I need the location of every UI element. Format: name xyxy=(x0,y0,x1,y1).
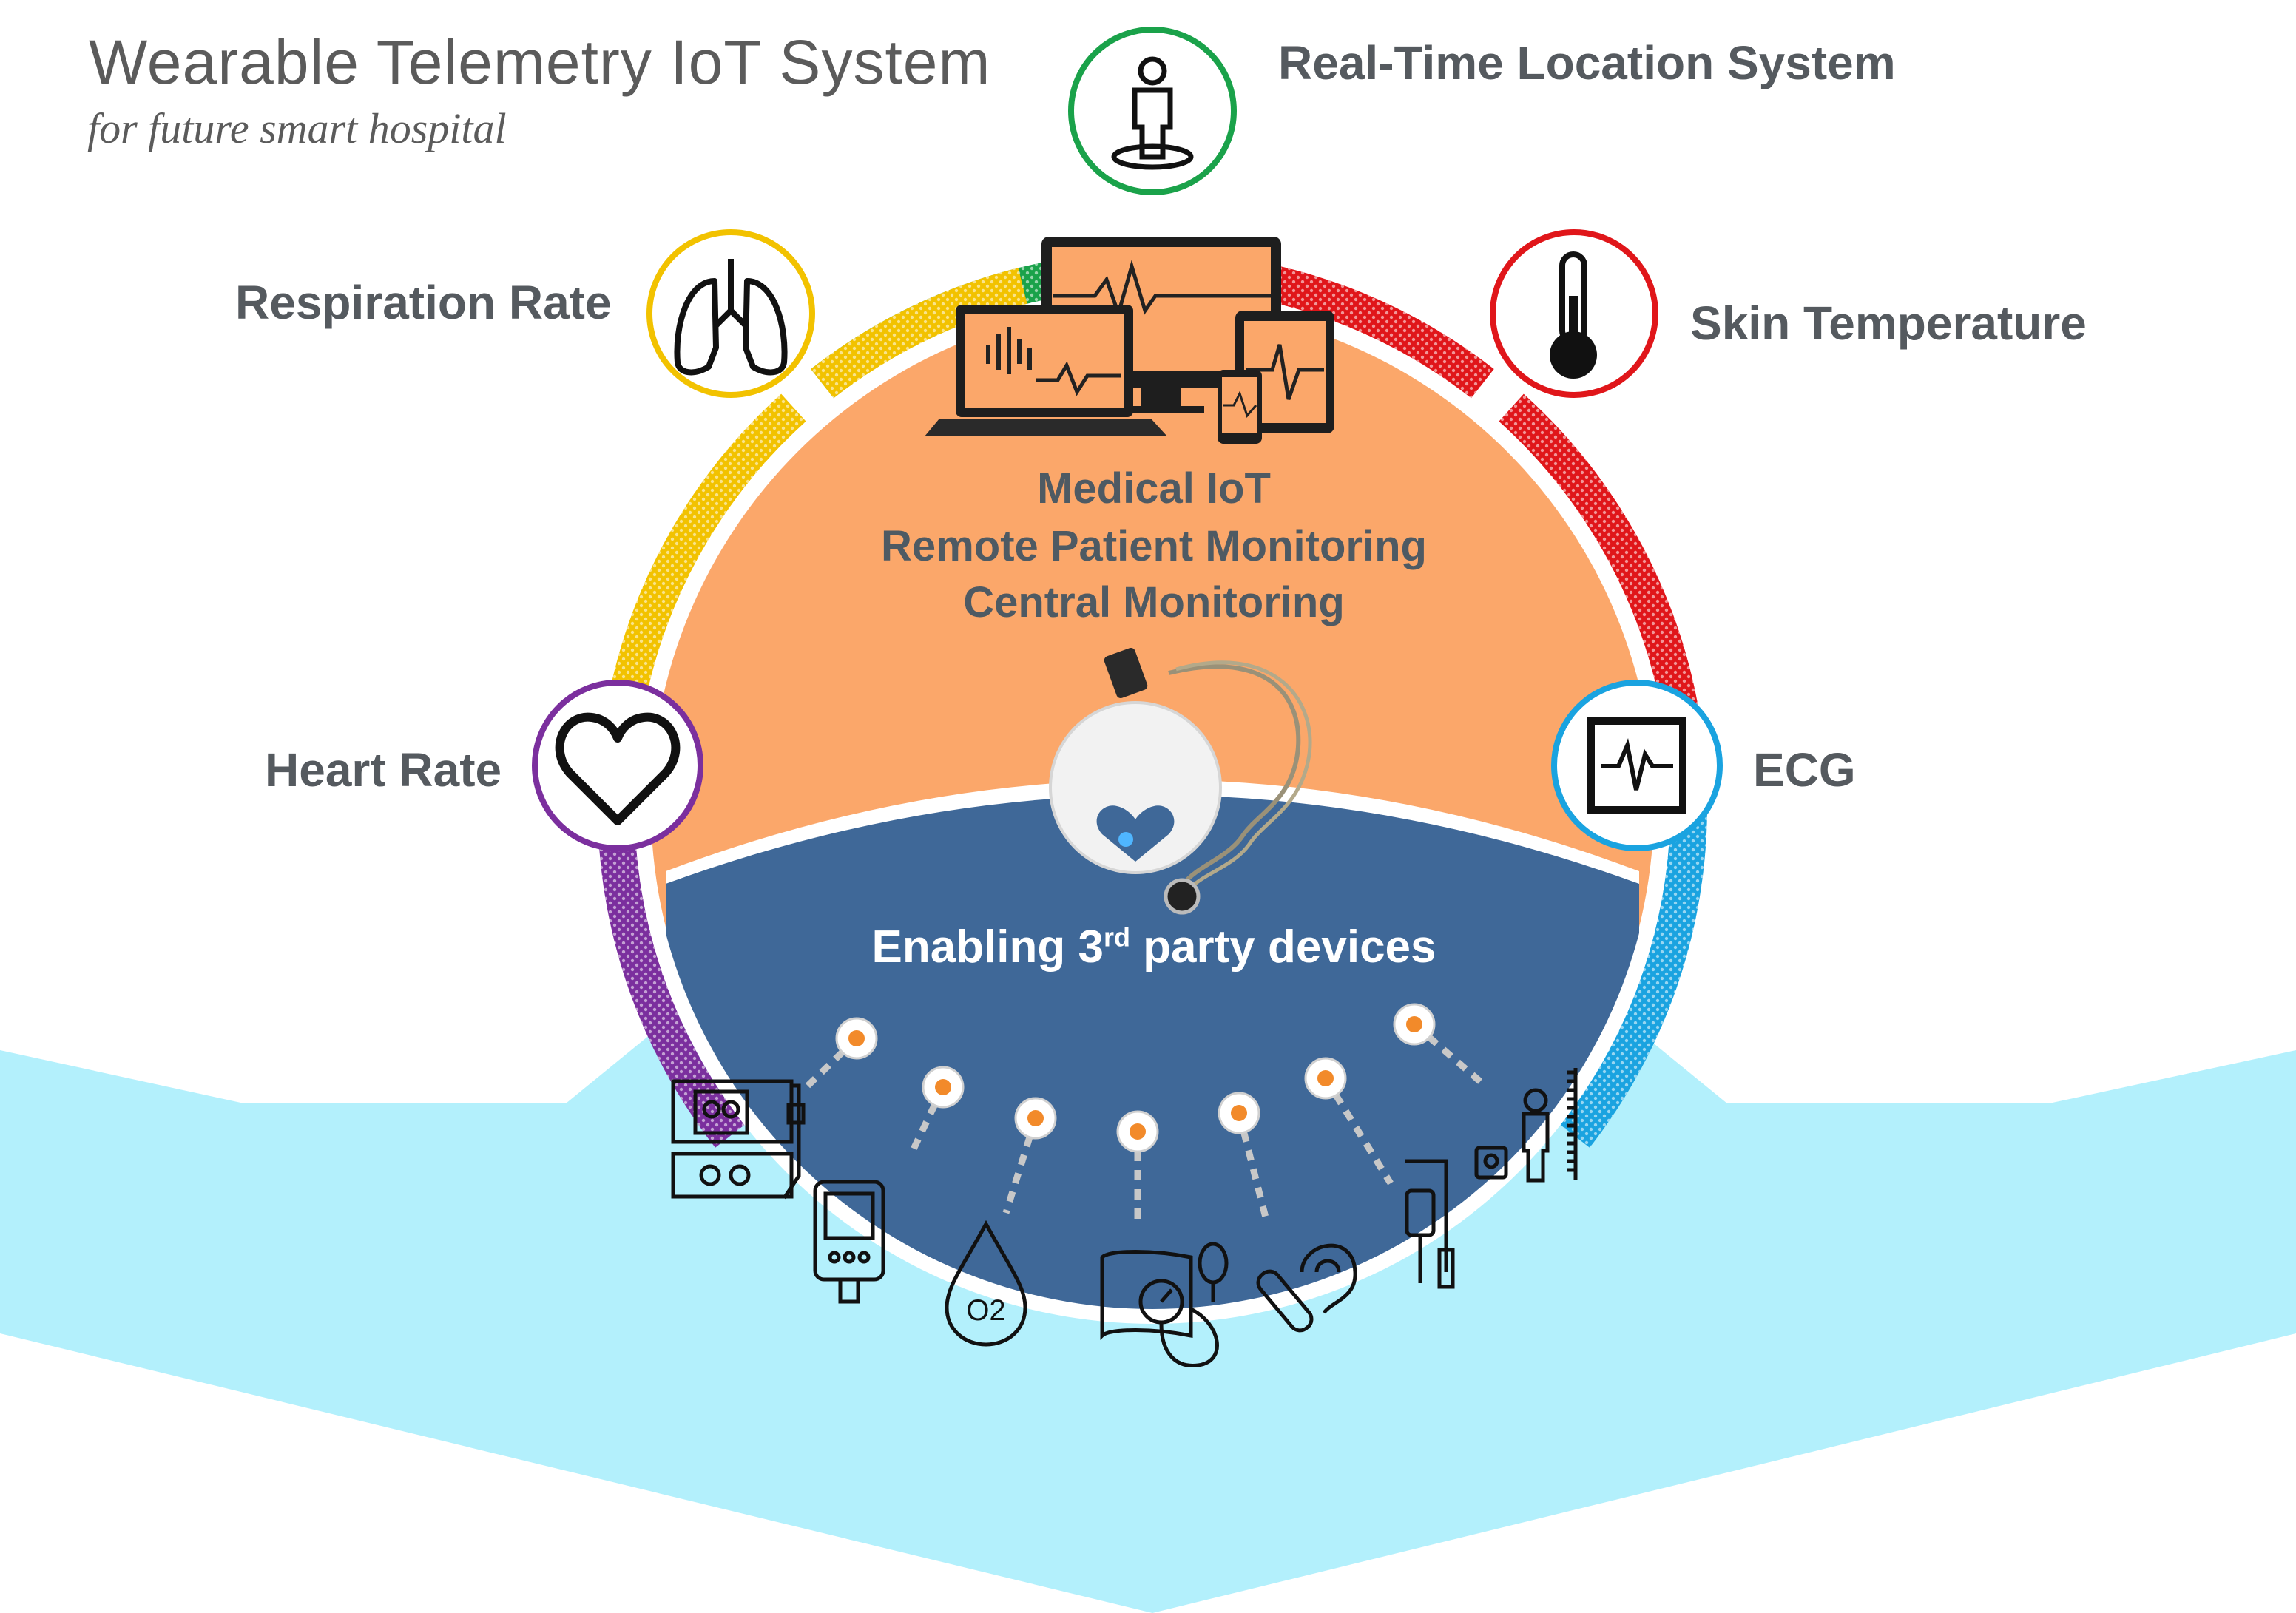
thermometer-icon xyxy=(1550,251,1597,379)
oxygen-drop-icon: O2 xyxy=(945,1220,1027,1347)
label-rtls: Real-Time Location System xyxy=(1278,36,1896,89)
weight-height-scale-icon xyxy=(1474,1068,1578,1183)
page-title: Wearable Telemetry IoT System xyxy=(89,27,991,97)
page-subtitle: for future smart hospital xyxy=(87,104,507,152)
connector-dot-center xyxy=(1027,1110,1044,1126)
center-line-3: Central Monitoring xyxy=(963,578,1345,626)
label-heart-rate: Heart Rate xyxy=(265,743,502,797)
dialysis-machine-icon xyxy=(671,1079,806,1200)
ring-segment-texture xyxy=(606,393,806,717)
ring-segment-texture xyxy=(811,268,1027,399)
connector-line xyxy=(908,1086,947,1155)
label-skin-temperature: Skin Temperature xyxy=(1690,297,2087,350)
param-icon-heart-rate xyxy=(532,680,703,851)
connector-dot-center xyxy=(1130,1123,1146,1140)
outer-ring xyxy=(598,257,1707,1148)
param-icon-respiration xyxy=(646,229,815,398)
connector-dot-center xyxy=(1317,1070,1334,1086)
person-location-icon xyxy=(1111,56,1194,170)
blood-pressure-cuff-icon xyxy=(1100,1242,1229,1367)
connector-dot-center xyxy=(848,1030,865,1046)
ring-segment-texture xyxy=(1499,393,1699,717)
param-icon-ecg xyxy=(1551,680,1723,851)
enable-third-party-label: Enabling 3rd party devices xyxy=(871,922,1436,973)
label-respiration-rate: Respiration Rate xyxy=(235,276,612,329)
param-icon-rtls xyxy=(1068,27,1237,195)
multi-device-monitor-icon xyxy=(925,237,1334,444)
wearable-sensor-icon xyxy=(1049,647,1312,915)
connector-line xyxy=(803,1035,860,1090)
connector-dot-center xyxy=(1406,1016,1422,1032)
center-line-1: Medical IoT xyxy=(1037,464,1271,513)
ecg-monitor-icon xyxy=(1587,717,1686,814)
heart-icon xyxy=(555,712,681,825)
param-icon-skin-temp xyxy=(1490,229,1658,398)
ear-thermometer-icon xyxy=(1256,1243,1357,1333)
label-ecg: ECG xyxy=(1753,743,1856,797)
connector-dot-center xyxy=(1231,1105,1247,1121)
connector-line xyxy=(1002,1117,1039,1214)
connector-dot-center xyxy=(935,1079,951,1095)
iv-infusion-icon xyxy=(1405,1159,1455,1289)
connector-line xyxy=(1412,1021,1489,1090)
oxygen-label: O2 xyxy=(966,1294,1005,1327)
lungs-icon xyxy=(674,259,788,376)
center-line-2: Remote Patient Monitoring xyxy=(881,522,1427,570)
device-connectors xyxy=(803,1003,1489,1228)
glucometer-icon xyxy=(813,1180,885,1304)
